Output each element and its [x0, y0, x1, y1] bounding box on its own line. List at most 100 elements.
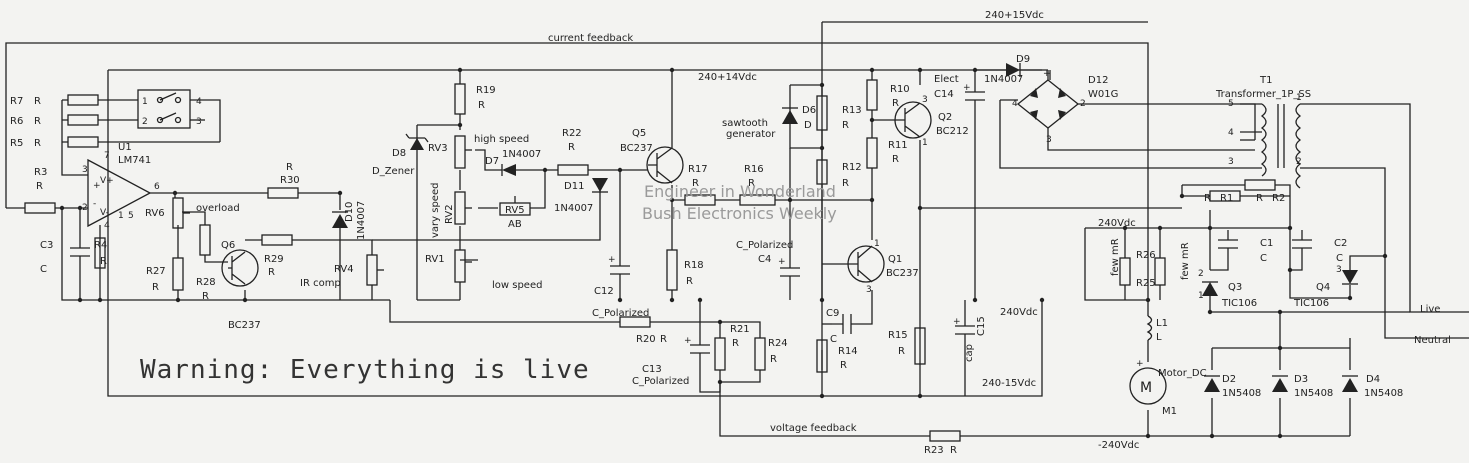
svg-text:R: R: [732, 338, 739, 349]
svg-text:R: R: [286, 162, 293, 173]
svg-text:Q6: Q6: [221, 240, 235, 251]
transistor-q1: 13 Q1 BC237: [847, 239, 919, 295]
svg-text:R: R: [152, 282, 159, 293]
svg-text:R: R: [692, 178, 699, 189]
svg-text:1N4007: 1N4007: [502, 149, 541, 160]
bridge-rectifier-d12: + 4 2 3 D12 W01G: [1012, 69, 1118, 145]
motor-m1: M + Motor_DC M1: [1129, 359, 1207, 417]
svg-text:L1: L1: [1156, 318, 1168, 329]
svg-text:R: R: [840, 360, 847, 371]
svg-text:R: R: [842, 120, 849, 131]
svg-text:C: C: [830, 334, 837, 345]
resistor-r15: R15 R: [888, 327, 926, 365]
svg-text:7: 7: [104, 151, 110, 161]
svg-text:Motor_DC: Motor_DC: [1158, 368, 1207, 379]
resistor-r16: R16 R: [739, 164, 776, 206]
svg-text:3: 3: [82, 165, 88, 175]
svg-text:BC237: BC237: [886, 268, 919, 279]
svg-text:+: +: [953, 317, 961, 327]
capacitor-c9: C9 C: [826, 308, 862, 345]
svg-text:C12: C12: [594, 286, 614, 297]
svg-text:D12: D12: [1088, 75, 1108, 86]
svg-text:2: 2: [142, 117, 148, 127]
svg-text:low speed: low speed: [492, 280, 542, 291]
capacitor-c13: + C13 C_Polarized: [632, 335, 710, 387]
svg-text:R11: R11: [888, 140, 908, 151]
svg-text:BC237: BC237: [228, 320, 261, 331]
svg-text:C13: C13: [642, 364, 662, 375]
svg-text:R: R: [268, 267, 275, 278]
capacitor-c12: + C12 C_Polarized: [592, 255, 649, 319]
potentiometer-rv2: RV2 vary speed: [430, 183, 472, 238]
svg-text:R: R: [34, 96, 41, 107]
svg-text:RV5: RV5: [505, 205, 525, 216]
svg-text:C15: C15: [976, 316, 987, 336]
capacitor-c4: + C_Polarized C4: [736, 240, 800, 290]
svg-text:R4: R4: [94, 240, 107, 251]
svg-text:+: +: [1136, 359, 1144, 369]
svg-text:D_Zener: D_Zener: [372, 166, 415, 177]
svg-text:1: 1: [922, 138, 928, 148]
resistor-r26: R26 few mR: [1110, 238, 1156, 286]
svg-text:overload: overload: [196, 203, 240, 214]
transformer-t1: 54 3 12 T1 Transformer_1P_SS: [1215, 75, 1311, 189]
svg-text:M1: M1: [1162, 406, 1177, 417]
svg-text:R: R: [660, 334, 667, 345]
svg-text:1N5408: 1N5408: [1294, 388, 1333, 399]
svg-text:4: 4: [1012, 99, 1018, 109]
svg-text:R: R: [748, 178, 755, 189]
svg-text:R12: R12: [842, 162, 862, 173]
resistor-r28: R28 R: [196, 224, 216, 302]
resistor-r14: R14 R: [816, 339, 858, 373]
svg-text:D2: D2: [1222, 374, 1236, 385]
svg-text:RV4: RV4: [334, 264, 354, 275]
svg-text:1: 1: [1198, 291, 1204, 301]
svg-text:D3: D3: [1294, 374, 1308, 385]
svg-text:R: R: [568, 142, 575, 153]
svg-text:vary speed: vary speed: [430, 183, 441, 238]
svg-text:R: R: [842, 178, 849, 189]
svg-text:3: 3: [196, 117, 202, 127]
svg-text:C3: C3: [40, 240, 53, 251]
svg-text:C: C: [40, 264, 47, 275]
capacitor-c14: + Elect C14: [934, 74, 985, 110]
svg-text:R17: R17: [688, 164, 708, 175]
svg-text:R: R: [100, 256, 107, 267]
svg-text:Q1: Q1: [888, 254, 902, 265]
svg-text:R15: R15: [888, 330, 908, 341]
svg-text:4: 4: [1228, 128, 1234, 138]
svg-text:2: 2: [1198, 269, 1204, 279]
svg-text:BC237: BC237: [620, 143, 653, 154]
transistor-q6: Q6 BC237: [221, 240, 261, 331]
svg-text:R28: R28: [196, 277, 216, 288]
resistor-r6: R6 R: [10, 114, 99, 127]
svg-text:R26: R26: [1136, 250, 1156, 261]
svg-text:1: 1: [142, 97, 148, 107]
svg-text:D10: D10: [344, 202, 355, 222]
svg-text:R16: R16: [744, 164, 764, 175]
svg-text:1N4007: 1N4007: [356, 201, 367, 240]
resistor-r2: R R2: [1244, 179, 1285, 204]
svg-text:L: L: [1156, 332, 1162, 343]
diode-d2: D2 1N5408: [1204, 374, 1261, 399]
label-rail-240-a: 240Vdc: [1098, 218, 1136, 229]
svg-text:C2: C2: [1334, 238, 1347, 249]
label-rail-240-b: 240Vdc: [1000, 307, 1038, 318]
resistor-r19: R19 R: [454, 83, 496, 115]
label-neutral: Neutral: [1414, 335, 1451, 346]
label-current-feedback: current feedback: [548, 33, 633, 44]
svg-text:R: R: [892, 154, 899, 165]
svg-text:D4: D4: [1366, 374, 1380, 385]
svg-text:few mR: few mR: [1180, 242, 1191, 280]
svg-text:+: +: [608, 255, 616, 265]
wires: [5, 21, 1469, 437]
resistor-r24: R24 R: [754, 337, 788, 371]
svg-text:1N5408: 1N5408: [1364, 388, 1403, 399]
svg-text:R: R: [892, 98, 899, 109]
svg-text:IR comp: IR comp: [300, 278, 341, 289]
resistor-r13: R13 R: [816, 95, 862, 131]
svg-text:AB: AB: [508, 219, 522, 230]
resistor-r18: R18 R: [666, 249, 704, 291]
svg-text:TIC106: TIC106: [1221, 298, 1257, 309]
